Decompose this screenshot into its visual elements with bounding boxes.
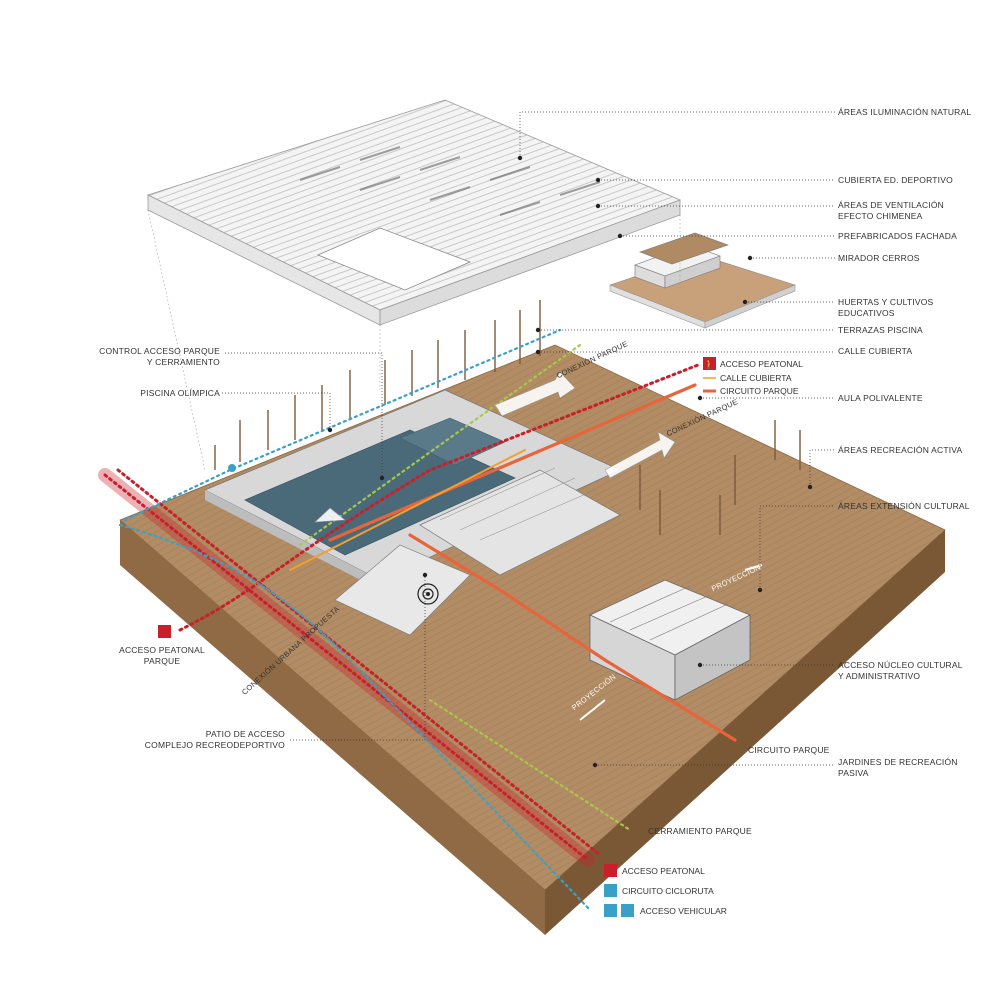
label-acceso-nucleo-2: Y ADMINISTRATIVO	[838, 671, 921, 681]
label-aula: AULA POLIVALENTE	[838, 393, 923, 403]
label-terrazas: TERRAZAS PISCINA	[838, 325, 923, 335]
label-ventilacion-2: EFECTO CHIMENEA	[838, 211, 923, 221]
legend-top-glyphs: 🚶	[703, 357, 716, 393]
label-huertas-1: HUERTAS Y CULTIVOS	[838, 297, 934, 307]
label-extension-cultural: ÁREAS EXTENSIÓN CULTURAL	[838, 501, 970, 511]
label-iluminacion: ÁREAS ILUMINACIÓN NATURAL	[838, 107, 972, 117]
label-cerramiento-parque: CERRAMIENTO PARQUE	[648, 826, 752, 836]
label-piscina: PISCINA OLÍMPICA	[140, 388, 220, 398]
label-control-1: CONTROL ACCESO PARQUE	[99, 346, 220, 356]
label-recreacion-activa: ÁREAS RECREACIÓN ACTIVA	[838, 445, 963, 455]
legend-top-calle-cubierta: CALLE CUBIERTA	[720, 373, 792, 383]
svg-text:🚶: 🚶	[703, 358, 715, 371]
mirador-layer	[609, 232, 796, 329]
projection-arrows	[579, 564, 763, 721]
leader-dots	[327, 155, 813, 768]
label-ventilacion-1: ÁREAS DE VENTILACIÓN	[838, 200, 945, 210]
label-control-2: Y CERRAMIENTO	[146, 357, 220, 367]
cultural-building	[589, 579, 751, 701]
label-prefabricados: PREFABRICADOS FACHADA	[838, 231, 957, 241]
leader-lines	[222, 111, 835, 766]
label-patio-1: PATIO DE ACCESO	[205, 729, 285, 739]
label-cubierta: CUBIERTA ED. DEPORTIVO	[838, 175, 953, 185]
legend-bottom-acceso-peatonal: ACCESO PEATONAL	[622, 866, 705, 876]
legend-bottom-circuito-cicloruta: CIRCUITO CICLORUTA	[622, 886, 714, 896]
poles	[214, 300, 801, 535]
label-acceso-nucleo-1: ACCESO NÚCLEO CULTURAL	[838, 660, 963, 670]
label-acceso-peatonal-parque-1: ACCESO PEATONAL	[119, 645, 205, 655]
label-patio-2: COMPLEJO RECREODEPORTIVO	[144, 740, 285, 750]
access-ramp	[334, 544, 471, 636]
label-jardines-1: JARDINES DE RECREACIÓN	[838, 757, 958, 767]
direction-arrows	[314, 371, 676, 523]
control-point-marker	[228, 464, 236, 472]
label-mirador: MIRADOR CERROS	[838, 253, 920, 263]
pedestrian-park-icon	[158, 625, 171, 638]
projection-lines	[147, 209, 681, 471]
legend-top-circuito-parque: CIRCUITO PARQUE	[720, 386, 799, 396]
label-calle-cubierta: CALLE CUBIERTA	[838, 346, 913, 356]
legend-bottom-acceso-vehicular: ACCESO VEHICULAR	[640, 906, 727, 916]
label-circuito-parque: CIRCUITO PARQUE	[748, 745, 830, 755]
circulation-lines	[98, 328, 737, 912]
legend-top-acceso-peatonal: ACCESO PEATONAL	[720, 359, 803, 369]
legend-bottom-glyphs	[604, 864, 634, 917]
roof-layer	[146, 99, 682, 326]
label-jardines-2: PASIVA	[838, 768, 869, 778]
label-acceso-peatonal-parque-2: PARQUE	[143, 656, 181, 666]
label-huertas-2: EDUCATIVOS	[838, 308, 895, 318]
